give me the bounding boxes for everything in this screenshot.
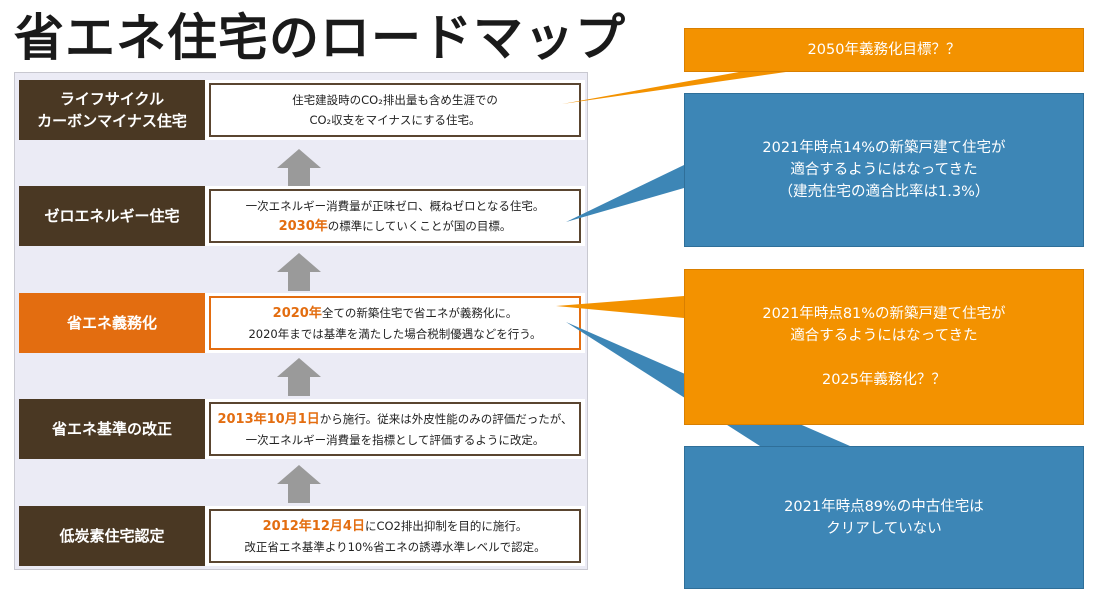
up-arrow-icon <box>277 149 321 187</box>
callout-used-housing-2021: 2021年時点89%の中古住宅は クリアしていない <box>684 446 1084 589</box>
roadmap-row-standard-revision: 省エネ基準の改正 2013年10月1日から施行。従来は外皮性能のみの評価だったが… <box>19 399 585 459</box>
roadmap-label: 省エネ基準の改正 <box>19 399 205 459</box>
highlight-date: 2030年 <box>278 218 328 234</box>
roadmap-description: 2020年全ての新築住宅で省エネが義務化に。 2020年までは基準を満たした場合… <box>209 296 581 350</box>
description-line-2: 一次エネルギー消費量を指標として評価するように改定。 <box>245 432 545 447</box>
description-line-1: から施行。従来は外皮性能のみの評価だったが、 <box>319 411 573 426</box>
description-line-2: の標準にしていくことが国の目標。 <box>327 218 512 233</box>
page-title: 省エネ住宅のロードマップ <box>14 9 626 67</box>
highlight-date: 2012年12月4日 <box>262 518 365 534</box>
roadmap-row-lifecycle-carbon-minus: ライフサイクル カーボンマイナス住宅 住宅建設時のCO₂排出量も含め生涯での C… <box>19 80 585 140</box>
callout-mandatory-2021: 2021年時点81%の新築戸建て住宅が 適合するようにはなってきた 2025年義… <box>684 269 1084 425</box>
description-line-1: 一次エネルギー消費量が正味ゼロ、概ねゼロとなる住宅。 <box>245 198 545 213</box>
roadmap-row-mandatory-energy-saving: 省エネ義務化 2020年全ての新築住宅で省エネが義務化に。 2020年までは基準… <box>19 293 585 353</box>
roadmap-label: ライフサイクル カーボンマイナス住宅 <box>19 80 205 140</box>
up-arrow-icon <box>277 253 321 291</box>
description-line-2: CO₂収支をマイナスにする住宅。 <box>309 113 481 127</box>
roadmap-label: ゼロエネルギー住宅 <box>19 186 205 246</box>
description-line-2: 改正省エネ基準より10%省エネの誘導水準レベルで認定。 <box>244 539 546 554</box>
up-arrow-icon <box>277 465 321 503</box>
up-arrow-icon <box>277 358 321 396</box>
description-line-2: 2020年までは基準を満たした場合税制優遇などを行う。 <box>248 326 542 341</box>
description-line-1: 住宅建設時のCO₂排出量も含め生涯での <box>292 93 498 107</box>
callout-pointer-mandatory <box>556 296 684 318</box>
callout-zero-energy-2021: 2021年時点14%の新築戸建て住宅が 適合するようにはなってきた （建売住宅の… <box>684 93 1084 247</box>
highlight-date: 2020年 <box>272 305 322 321</box>
roadmap-description: 一次エネルギー消費量が正味ゼロ、概ねゼロとなる住宅。 2030年の標準にしていく… <box>209 189 581 243</box>
description-line-1: にCO2排出抑制を目的に施行。 <box>364 518 528 533</box>
roadmap-label: 省エネ義務化 <box>19 293 205 353</box>
roadmap-description: 住宅建設時のCO₂排出量も含め生涯での CO₂収支をマイナスにする住宅。 <box>209 83 581 137</box>
roadmap-description: 2013年10月1日から施行。従来は外皮性能のみの評価だったが、 一次エネルギー… <box>209 402 581 456</box>
roadmap-description: 2012年12月4日にCO2排出抑制を目的に施行。 改正省エネ基準より10%省エ… <box>209 509 581 563</box>
callout-pointer-2050 <box>562 70 800 104</box>
roadmap-row-low-carbon-certification: 低炭素住宅認定 2012年12月4日にCO2排出抑制を目的に施行。 改正省エネ基… <box>19 506 585 566</box>
roadmap-row-zero-energy-house: ゼロエネルギー住宅 一次エネルギー消費量が正味ゼロ、概ねゼロとなる住宅。 203… <box>19 186 585 246</box>
roadmap-diagram: ライフサイクル カーボンマイナス住宅 住宅建設時のCO₂排出量も含め生涯での C… <box>14 72 588 570</box>
roadmap-label: 低炭素住宅認定 <box>19 506 205 566</box>
callout-2050-target: 2050年義務化目標？？ <box>684 28 1084 72</box>
callout-pointer-zero-energy <box>566 165 684 222</box>
highlight-date: 2013年10月1日 <box>217 411 320 427</box>
description-line-1: 全ての新築住宅で省エネが義務化に。 <box>321 305 518 320</box>
